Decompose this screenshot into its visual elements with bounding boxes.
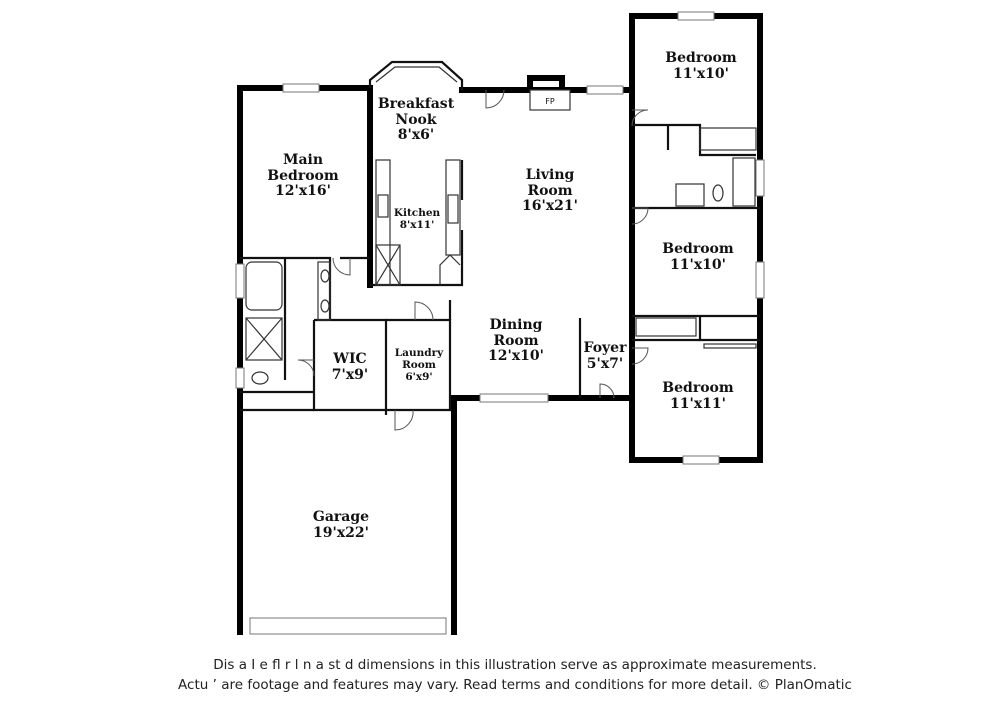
room-foyer: Foyer 5'x7' bbox=[578, 340, 632, 372]
room-garage: Garage 19'x22' bbox=[291, 509, 391, 541]
room-dims: 12'x10' bbox=[488, 348, 544, 365]
room-dims: 11'x10' bbox=[670, 256, 726, 273]
room-name: Garage bbox=[312, 509, 370, 525]
room-dims: 7'x9' bbox=[331, 366, 369, 383]
disclaimer-line-2: Actu ’ are footage and features may vary… bbox=[178, 677, 852, 693]
room-dims: 6'x9' bbox=[405, 370, 433, 383]
room-name: Main Bedroom bbox=[267, 152, 339, 184]
room-dims: 8'x6' bbox=[397, 127, 435, 144]
room-laundry-room: Laundry Room 6'x9' bbox=[388, 347, 450, 383]
room-bedroom-2: Bedroom 11'x10' bbox=[643, 241, 753, 273]
room-dims: 8'x11' bbox=[399, 218, 435, 231]
room-name: Dining Room bbox=[489, 317, 543, 349]
room-dims: 11'x11' bbox=[670, 395, 726, 412]
room-dims: 19'x22' bbox=[313, 524, 369, 541]
room-dims: 11'x10' bbox=[673, 65, 729, 82]
fireplace: FP bbox=[527, 75, 571, 111]
room-wic: WIC 7'x9' bbox=[318, 351, 382, 383]
room-name: Living Room bbox=[525, 167, 575, 199]
fixtures bbox=[245, 127, 757, 385]
room-bedroom-1: Bedroom 11'x10' bbox=[646, 50, 756, 82]
room-living-room: Living Room 16'x21' bbox=[500, 167, 600, 215]
room-name: Kitchen bbox=[393, 207, 441, 219]
exterior-walls bbox=[237, 13, 763, 635]
room-name: WIC bbox=[333, 351, 367, 367]
room-name: Bedroom bbox=[665, 50, 737, 66]
room-dims: 12'x16' bbox=[275, 183, 331, 200]
room-breakfast-nook: Breakfast Nook 8'x6' bbox=[366, 96, 466, 144]
room-dining-room: Dining Room 12'x10' bbox=[466, 317, 566, 365]
breakfast-bay-window bbox=[368, 60, 464, 90]
room-name: Foyer bbox=[583, 340, 627, 356]
doors bbox=[297, 89, 649, 431]
room-name: Breakfast Nook bbox=[377, 96, 455, 128]
disclaimer-line-1: Dis a I e fl r l n a st d dimensions in … bbox=[213, 657, 817, 673]
room-dims: 16'x21' bbox=[522, 198, 578, 215]
room-name: Laundry Room bbox=[394, 347, 444, 371]
fireplace-label: FP bbox=[545, 97, 555, 106]
windows bbox=[235, 11, 765, 635]
room-dims: 5'x7' bbox=[586, 355, 624, 372]
room-kitchen: Kitchen 8'x11' bbox=[386, 207, 448, 232]
room-name: Bedroom bbox=[662, 241, 734, 257]
room-main-bedroom: Main Bedroom 12'x16' bbox=[253, 152, 353, 200]
room-bedroom-3: Bedroom 11'x11' bbox=[643, 380, 753, 412]
room-name: Bedroom bbox=[662, 380, 734, 396]
